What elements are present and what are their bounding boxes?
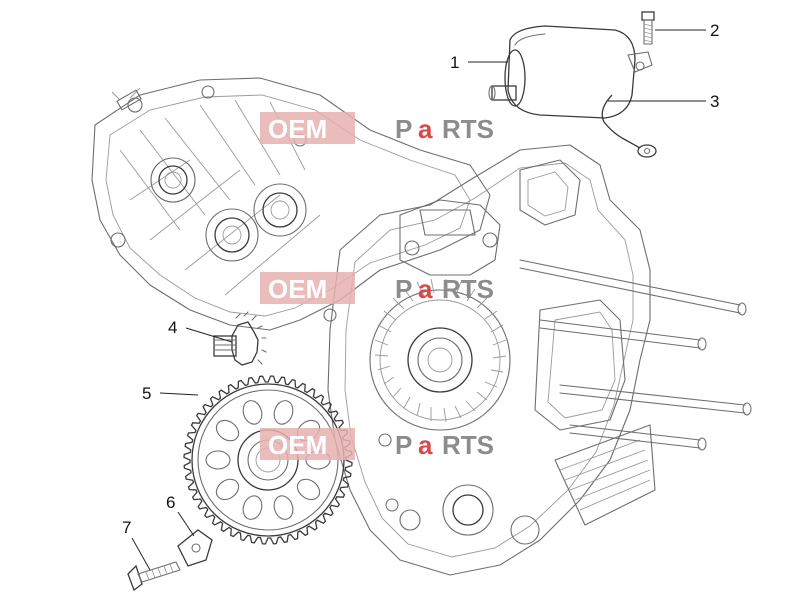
- gear-hole: [242, 400, 263, 425]
- watermark-a: a: [418, 114, 433, 144]
- callout-6: 6: [166, 493, 175, 512]
- callout-numbers: 1 2 3 4 5 6 7: [122, 21, 719, 537]
- gear-hole: [273, 400, 294, 425]
- starter-screw: [641, 11, 655, 45]
- callout-2: 2: [710, 21, 719, 40]
- leader-5: [159, 392, 199, 396]
- starter-gear: [213, 311, 267, 366]
- cylinder-studs: [519, 259, 752, 451]
- watermark-rts: RTS: [442, 274, 494, 304]
- gear-hole: [296, 478, 321, 501]
- watermark-p: P: [395, 274, 412, 304]
- watermark-group: OEM P a RTS OEM P a RTS OEM P a RTS: [260, 112, 494, 460]
- watermark-middle: OEM P a RTS: [260, 272, 494, 304]
- callout-4: 4: [168, 318, 177, 337]
- watermark-p: P: [395, 114, 412, 144]
- ground-cable: [601, 94, 657, 158]
- gear-hole: [205, 450, 231, 470]
- watermark-oem: OEM: [268, 430, 327, 460]
- watermark-oem: OEM: [268, 114, 327, 144]
- callout-5: 5: [142, 384, 151, 403]
- leader-lines: [131, 29, 706, 571]
- watermark-oem: OEM: [268, 274, 327, 304]
- watermark-rts: RTS: [442, 114, 494, 144]
- main-crankcase: [327, 144, 656, 576]
- watermark-top: OEM P a RTS: [260, 112, 494, 144]
- gear-hole: [242, 495, 263, 520]
- callout-7: 7: [122, 518, 131, 537]
- gear-screw: [127, 561, 181, 592]
- watermark-bottom: OEM P a RTS: [260, 428, 494, 460]
- watermark-a: a: [418, 430, 433, 460]
- leader-7: [131, 537, 151, 571]
- transmission-cover: [91, 77, 491, 331]
- callout-3: 3: [710, 92, 719, 111]
- gear-hole: [215, 478, 240, 501]
- starter-motor: [488, 25, 653, 119]
- gear-hole: [273, 495, 294, 520]
- lock-plate: [177, 529, 213, 567]
- leader-4: [185, 327, 233, 343]
- callout-1: 1: [450, 53, 459, 72]
- gear-teeth: [183, 375, 353, 545]
- leader-6: [177, 511, 195, 537]
- watermark-p: P: [395, 430, 412, 460]
- watermark-a: a: [418, 274, 433, 304]
- watermark-rts: RTS: [442, 430, 494, 460]
- gear-hole: [215, 419, 240, 442]
